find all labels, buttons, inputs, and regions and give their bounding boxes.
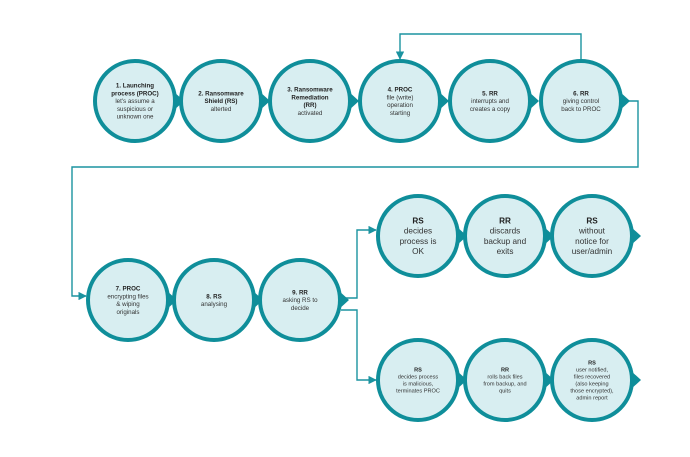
- step-circle: [550, 194, 634, 278]
- step-title: RR: [501, 367, 509, 373]
- step-circle: [268, 59, 352, 143]
- loop-back-connector: [395, 33, 582, 61]
- step-description: files recovered: [574, 374, 610, 380]
- step-description: file (write): [387, 94, 414, 101]
- branch-ok-connector: [341, 225, 377, 299]
- step-title: RS: [412, 216, 424, 225]
- step-circle: [550, 338, 634, 422]
- step-description: rolls back files: [487, 374, 522, 380]
- step-title: 3. Ransomware: [287, 87, 333, 94]
- step-title: RR: [499, 216, 511, 225]
- step-circle: [86, 258, 170, 342]
- branch-malicious-connector: [341, 309, 377, 385]
- step-description: activated: [298, 110, 323, 117]
- step-circle: [463, 338, 547, 422]
- step-description: backup and: [484, 237, 527, 246]
- step-description: unknown one: [117, 114, 154, 121]
- step-description: & wiping: [116, 301, 140, 308]
- step-circle: [258, 258, 342, 342]
- step-description: terminates PROC: [396, 388, 440, 394]
- step-description: analysing: [201, 301, 228, 308]
- step-circle: [463, 194, 547, 278]
- step-description: encrypting files: [107, 293, 148, 300]
- step-circle: [172, 258, 256, 342]
- step-title: 2. Ransomware: [198, 90, 244, 97]
- step-description: from backup, and: [483, 381, 526, 387]
- step-title: RS: [414, 367, 422, 373]
- step-title: 9. RR: [292, 289, 308, 296]
- step-circle: [179, 59, 263, 143]
- step-description: operation: [387, 102, 413, 109]
- step-title: (RR): [303, 102, 316, 109]
- step-title: 1. Launching: [116, 83, 154, 90]
- step-title: 6. RR: [573, 90, 589, 97]
- step-description: originals: [116, 309, 139, 316]
- step-description: notice for: [575, 237, 609, 246]
- step-description: those encrypted),: [570, 388, 614, 394]
- step-title: RS: [586, 216, 598, 225]
- step-circle: [448, 59, 532, 143]
- step-description: asking RS to: [282, 297, 318, 304]
- step-circle: [539, 59, 623, 143]
- step-description: discards: [490, 227, 521, 236]
- step-description: interrupts and: [471, 98, 509, 105]
- step-circle: [376, 194, 460, 278]
- step-description: starting: [390, 110, 411, 117]
- step-description: decides: [404, 227, 432, 236]
- step-description: without: [578, 227, 606, 236]
- step-title: 4. PROC: [388, 87, 413, 94]
- step-description: (also keeping: [575, 381, 608, 387]
- step-description: let's assume a: [115, 98, 155, 105]
- wrap-connector: [71, 100, 639, 301]
- step-circle: [358, 59, 442, 143]
- step-description: decides process: [398, 374, 439, 380]
- step-description: suspicious or: [117, 106, 153, 113]
- step-description: quits: [499, 388, 511, 394]
- step-description: decide: [291, 305, 310, 312]
- step-description: admin report: [576, 395, 608, 401]
- step-title: RS: [588, 360, 596, 366]
- step-title: 7. PROC: [116, 286, 141, 293]
- step-title: Shield (RS): [204, 98, 237, 105]
- step-description: user notified,: [576, 367, 608, 373]
- step-description: exits: [497, 247, 514, 256]
- step-title: process (PROC): [111, 90, 158, 97]
- step-description: process is: [400, 237, 437, 246]
- step-description: is malicious,: [403, 381, 434, 387]
- step-description: user/admin: [572, 247, 613, 256]
- step-description: giving control: [563, 98, 599, 105]
- step-description: creates a copy: [470, 106, 511, 113]
- step-title: 5. RR: [482, 90, 498, 97]
- step-description: alterted: [211, 106, 232, 113]
- step-title: 8. RS: [206, 293, 221, 300]
- step-circle: [376, 338, 460, 422]
- step-description: OK: [412, 247, 424, 256]
- step-circle: [93, 59, 177, 143]
- step-description: back to PROC: [561, 106, 601, 113]
- step-title: Remediation: [291, 94, 328, 101]
- connectors: [71, 33, 639, 385]
